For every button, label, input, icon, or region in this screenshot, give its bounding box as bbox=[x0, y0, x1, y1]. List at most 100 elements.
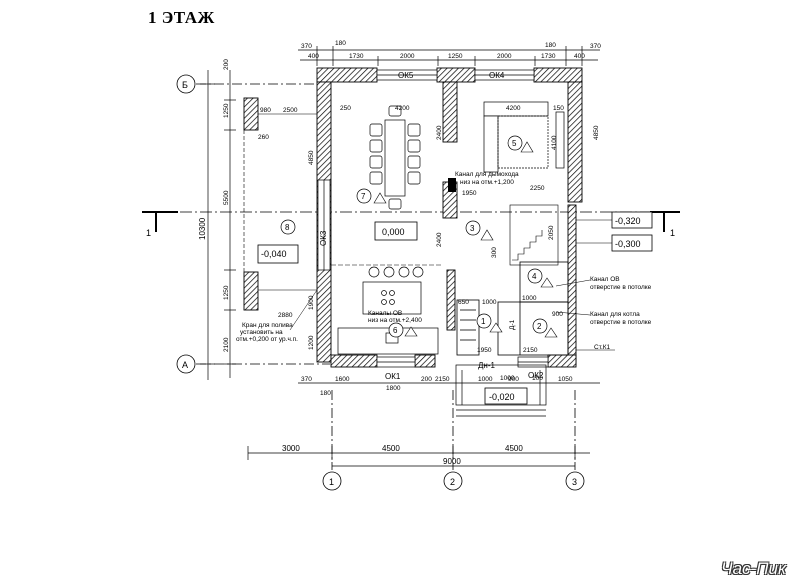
level-box-left bbox=[257, 244, 299, 264]
dim-text: 2400 bbox=[436, 232, 443, 247]
dim-text: 370 bbox=[590, 43, 601, 50]
warning-triangle-icon bbox=[489, 322, 503, 333]
dim-text: 1250 bbox=[448, 53, 463, 60]
room-number: 8 bbox=[285, 223, 290, 232]
level-box-entrance bbox=[484, 387, 528, 405]
dining-table bbox=[369, 105, 421, 210]
room-number: 3 bbox=[470, 224, 475, 233]
dim-text: 180 bbox=[335, 40, 346, 47]
section-line bbox=[142, 211, 680, 232]
axis-labels: Б А 1 2 3 bbox=[182, 80, 577, 487]
dim-text: 2100 bbox=[223, 337, 230, 352]
axis-letter-b: Б bbox=[182, 80, 188, 90]
dim-total-height: 10300 bbox=[198, 217, 207, 240]
note-chimney-2: низ на отм.+1,200 bbox=[460, 179, 514, 186]
dim-text: 2400 bbox=[436, 125, 443, 140]
stair-down-side: Д-1 bbox=[509, 319, 516, 330]
dim-text: 1900 bbox=[308, 295, 315, 310]
warning-triangle-icon bbox=[544, 327, 558, 338]
dim-text: 1950 bbox=[462, 190, 477, 197]
window-label: ОК4 bbox=[489, 71, 505, 80]
dim-text: 1000 bbox=[482, 299, 497, 306]
note-boiler-2: отверстие в потолке bbox=[590, 319, 652, 326]
dim-text: 1730 bbox=[541, 53, 556, 60]
room-tag-7 bbox=[356, 188, 372, 204]
dim-axis-span: 3000 bbox=[282, 444, 300, 453]
dim-text: 4200 bbox=[506, 105, 521, 112]
room-number: 6 bbox=[393, 326, 398, 335]
dim-text: 150 bbox=[553, 105, 564, 112]
dim-text: 2150 bbox=[523, 347, 538, 354]
room-tag-2 bbox=[532, 318, 548, 334]
dim-text: 2150 bbox=[435, 376, 450, 383]
stair-down-bottom: Дн-1 bbox=[478, 361, 496, 370]
room-number: 4 bbox=[532, 272, 537, 281]
axis-number-3: 3 bbox=[572, 477, 577, 487]
dim-text: 4200 bbox=[395, 105, 410, 112]
dim-text: 100 bbox=[532, 375, 543, 382]
top-dimension-labels: 370 180 400 1730 2000 1250 2000 1730 180… bbox=[301, 40, 601, 60]
left-dimensions bbox=[200, 70, 236, 380]
windows bbox=[317, 69, 549, 368]
dim-text: 2880 bbox=[278, 312, 293, 319]
bottom-dimension-labels: 370 180 1600 1800 200 2150 1000 900 1050… bbox=[282, 376, 573, 466]
top-dimensions bbox=[298, 46, 600, 66]
dim-text: 900 bbox=[508, 376, 519, 383]
axis-letter-a: А bbox=[182, 360, 188, 370]
warning-triangle-icon bbox=[404, 326, 418, 337]
dim-text: 4850 bbox=[593, 125, 600, 140]
dim-text: 1250 bbox=[223, 103, 230, 118]
room-tag-4 bbox=[527, 268, 543, 284]
axis-circle-1 bbox=[322, 471, 342, 491]
axis-number-2: 2 bbox=[450, 477, 455, 487]
room-tag-6 bbox=[388, 322, 404, 338]
dim-text: 200 bbox=[223, 59, 230, 70]
warning-triangle-icon bbox=[373, 192, 387, 204]
warning-triangle-icon bbox=[540, 277, 554, 288]
section-mark-right: 1 bbox=[670, 228, 675, 238]
dim-text: 1800 bbox=[386, 385, 401, 392]
entrance-porch bbox=[455, 364, 547, 417]
dim-text: 4100 bbox=[551, 135, 558, 150]
note-tap: Кран для полива bbox=[242, 322, 293, 329]
note-boiler: Канал для котла bbox=[590, 311, 640, 318]
wall-mark: Ст.К1 bbox=[594, 344, 611, 351]
dim-text: 1050 bbox=[558, 376, 573, 383]
level-left-room: -0,040 bbox=[261, 249, 287, 259]
service-rooms bbox=[456, 261, 569, 356]
note-tap-3: отм.+0,200 от ур.ч.п. bbox=[236, 336, 298, 343]
window-label: ОК2 bbox=[528, 371, 544, 380]
note-vent-2: отверстие в потолке bbox=[590, 284, 652, 291]
room-tag-8 bbox=[280, 219, 296, 235]
axis-circle-3 bbox=[565, 471, 585, 491]
dim-text: 1600 bbox=[335, 376, 350, 383]
staircase bbox=[509, 204, 559, 266]
dim-text: 2000 bbox=[400, 53, 415, 60]
room-number: 5 bbox=[512, 139, 517, 148]
dim-text: 2000 bbox=[497, 53, 512, 60]
level-entrance: -0,020 bbox=[489, 392, 515, 402]
plan-title: 1 ЭТАЖ bbox=[148, 8, 215, 27]
note-chimney: Канал для дымохода bbox=[455, 171, 519, 178]
level-box-right-lower bbox=[611, 234, 653, 252]
dim-text: 180 bbox=[320, 390, 331, 397]
room-number: 2 bbox=[537, 322, 542, 331]
sofa bbox=[483, 101, 565, 173]
dim-text: 400 bbox=[308, 53, 319, 60]
dim-text: 900 bbox=[552, 311, 563, 318]
room-tag-5 bbox=[507, 135, 523, 151]
room-number: 1 bbox=[481, 317, 486, 326]
dim-text: 200 bbox=[421, 376, 432, 383]
dim-text: 400 bbox=[574, 53, 585, 60]
dim-text: 2250 bbox=[530, 185, 545, 192]
bottom-dimensions bbox=[247, 382, 600, 467]
dim-text: 2050 bbox=[548, 225, 555, 240]
axis-circle-a bbox=[176, 354, 196, 374]
room-tag-3 bbox=[465, 220, 481, 236]
axis-number-1: 1 bbox=[329, 477, 334, 487]
note-vent: Канал ОВ bbox=[590, 276, 620, 283]
dim-text: 1730 bbox=[349, 53, 364, 60]
room-tag-1 bbox=[476, 313, 492, 329]
dim-text: 300 bbox=[491, 247, 498, 258]
